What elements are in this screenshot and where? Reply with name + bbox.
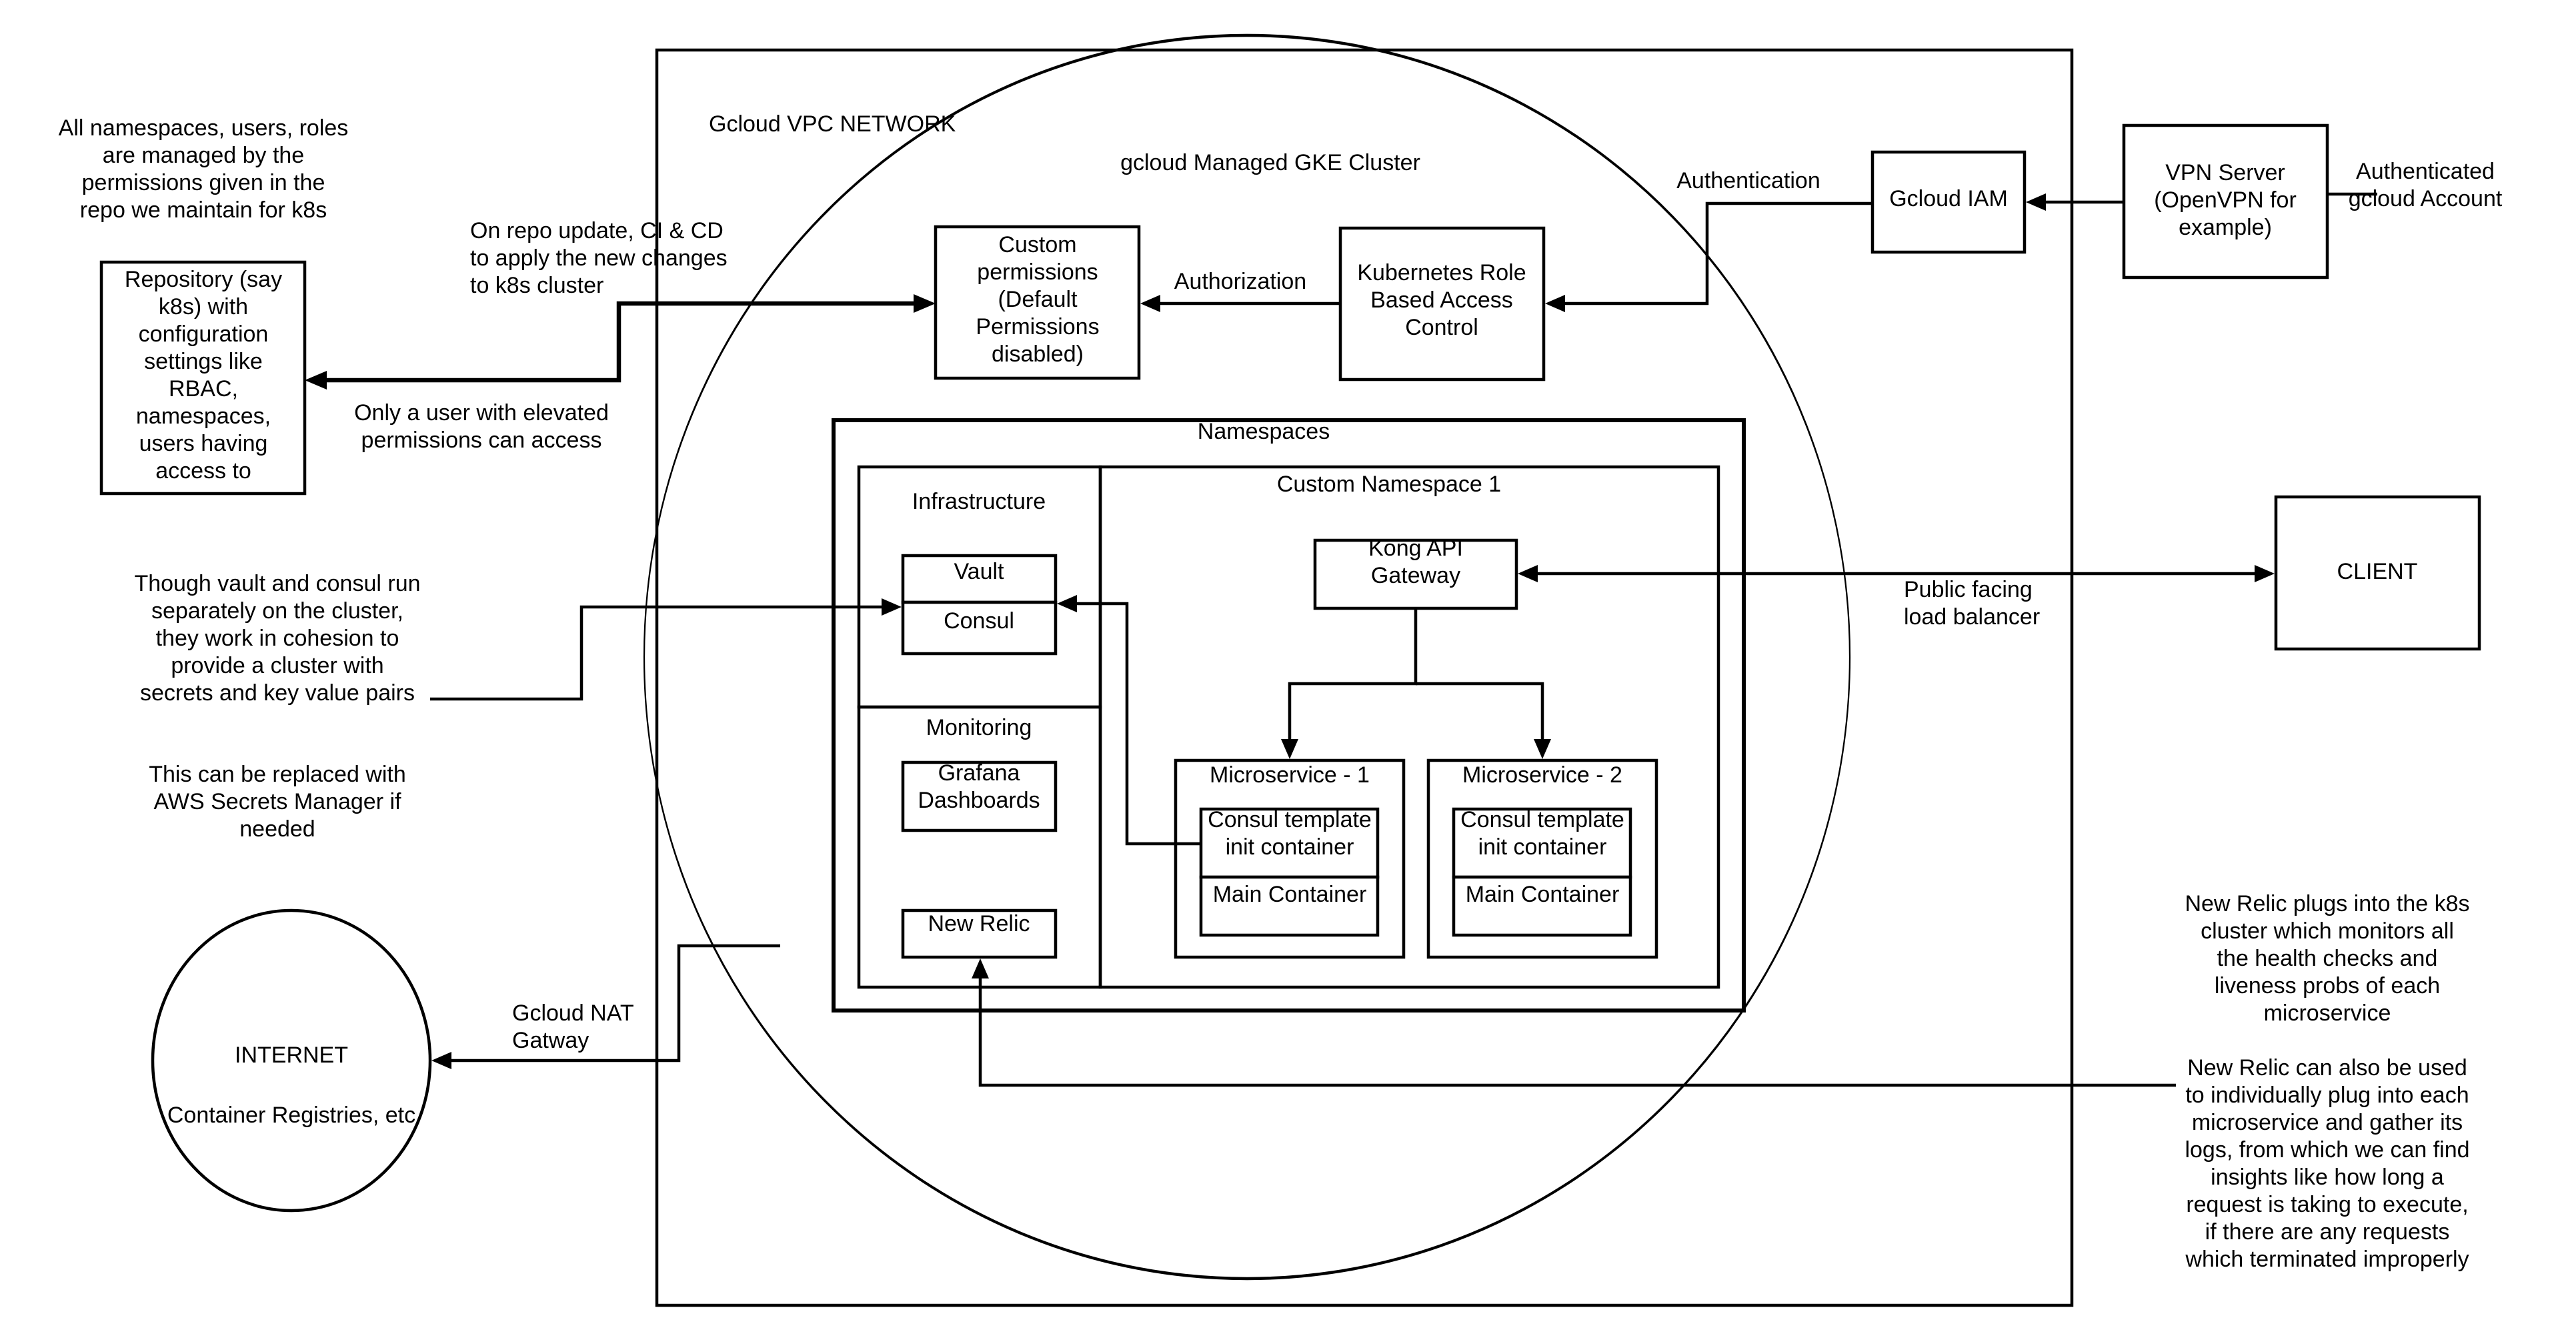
authorization-label: Authorization — [1174, 269, 1306, 294]
repo-permissions-connector — [325, 301, 916, 383]
kong-to-microservices-connector — [1288, 608, 1418, 740]
container-registries-label: Container Registries, etc — [167, 1103, 415, 1128]
grafana-box — [901, 760, 1058, 832]
client-label: CLIENT — [2337, 559, 2418, 584]
ms1-consul-template-box — [1199, 807, 1380, 879]
infrastructure-title: Infrastructure — [912, 489, 1046, 514]
gcloud-iam-label: Gcloud IAM — [1889, 186, 2008, 211]
kong-to-ms2-connector — [1416, 682, 1544, 740]
monitoring-title: Monitoring — [926, 715, 1032, 740]
consul-box — [901, 600, 1058, 656]
kong-client-arrowhead-left — [1518, 565, 1538, 582]
iam-to-rbac-connector — [1564, 201, 1872, 305]
gke-title: gcloud Managed GKE Cluster — [1120, 150, 1420, 175]
vault-box — [901, 554, 1058, 604]
ms2-main-container-box — [1452, 875, 1632, 937]
custom-namespace-title: Custom Namespace 1 — [1277, 472, 1501, 497]
newrelic-note-connector — [978, 978, 2176, 1087]
consul-template-to-vault-connector — [1076, 602, 1201, 846]
kong-client-arrowhead-right — [2255, 565, 2275, 582]
gke-cluster-boundary — [643, 33, 1851, 1281]
vpn-server-box — [2122, 123, 2329, 279]
repository-box — [99, 260, 307, 496]
ms2-main-container-label: Main Container — [1466, 882, 1620, 907]
vault-note-connector — [430, 605, 883, 701]
client-box — [2274, 495, 2481, 651]
gcloud-iam-box — [1870, 150, 2027, 254]
namespaces-title: Namespaces — [1198, 419, 1330, 444]
ms1-title: Microservice - 1 — [1210, 762, 1370, 788]
rbac-box — [1338, 226, 1546, 382]
custom-permissions-box — [934, 225, 1141, 380]
vpn-to-iam-arrowhead — [2026, 193, 2046, 211]
nat-gateway-connector — [450, 944, 780, 1063]
ms1-main-container-label: Main Container — [1213, 882, 1367, 907]
vault-note-arrowhead — [882, 598, 902, 616]
ms2-consul-template-box — [1452, 807, 1632, 879]
repo-permissions-arrowhead-right — [914, 294, 936, 313]
kong-to-ms1-arrowhead — [1281, 739, 1298, 759]
consul-template-to-vault-arrowhead — [1057, 595, 1077, 612]
kong-to-ms2-arrowhead — [1534, 739, 1551, 759]
vault-label: Vault — [954, 559, 1005, 584]
repo-permissions-arrowhead-left — [305, 371, 327, 390]
internet-label: INTERNET — [235, 1043, 348, 1068]
nat-gateway-arrowhead — [431, 1052, 451, 1069]
vpc-network-boundary — [655, 48, 2074, 1307]
ms1-main-container-box — [1199, 875, 1380, 937]
consul-label: Consul — [944, 608, 1014, 634]
namespaces-box — [832, 418, 1746, 1013]
internet-circle — [151, 908, 432, 1213]
kong-gateway-box — [1313, 538, 1518, 610]
new-relic-label: New Relic — [928, 911, 1030, 936]
authentication-label: Authentication — [1676, 168, 1820, 193]
iam-to-rbac-arrowhead — [1545, 295, 1565, 312]
rbac-to-permissions-arrowhead — [1140, 295, 1160, 312]
ms2-title: Microservice - 2 — [1462, 762, 1622, 788]
new-relic-box — [901, 908, 1058, 959]
vpc-title: Gcloud VPC NETWORK — [709, 111, 956, 137]
newrelic-note-arrowhead — [972, 958, 989, 978]
custom-namespace-box — [1098, 465, 1720, 989]
